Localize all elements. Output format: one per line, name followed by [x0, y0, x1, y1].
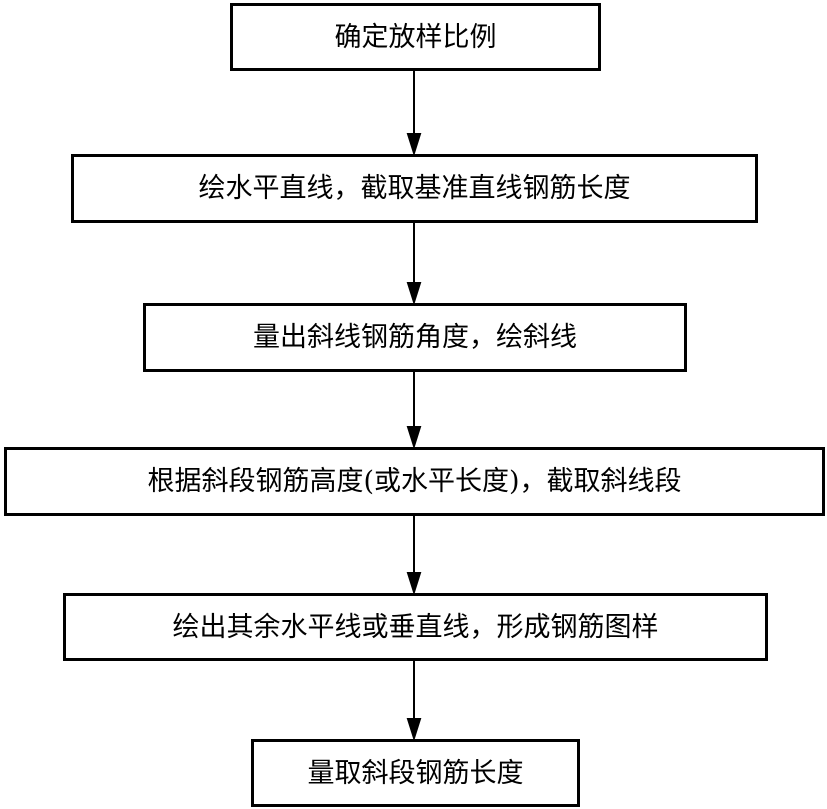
step-6-box: 量取斜段钢筋长度: [251, 739, 580, 807]
step-6-label: 量取斜段钢筋长度: [307, 757, 524, 789]
step-3-box: 量出斜线钢筋角度，绘斜线: [143, 303, 687, 372]
step-1-label: 确定放样比例: [334, 21, 497, 53]
arrowhead-4-5: [406, 572, 422, 596]
step-2-box: 绘水平直线，截取基准直线钢筋长度: [71, 154, 758, 223]
step-1-box: 确定放样比例: [230, 3, 601, 71]
arrowhead-1-2: [406, 133, 422, 157]
step-5-box: 绘出其余水平线或垂直线，形成钢筋图样: [63, 593, 768, 661]
step-2-label: 绘水平直线，截取基准直线钢筋长度: [198, 173, 631, 204]
arrowhead-3-4: [406, 426, 422, 450]
step-4-label: 根据斜段钢筋高度(或水平长度)，截取斜线段: [147, 466, 682, 497]
step-4-box: 根据斜段钢筋高度(或水平长度)，截取斜线段: [4, 447, 825, 516]
step-5-label: 绘出其余水平线或垂直线，形成钢筋图样: [172, 611, 659, 643]
arrowhead-2-3: [406, 282, 422, 306]
arrowhead-5-6: [406, 718, 422, 742]
step-3-label: 量出斜线钢筋角度，绘斜线: [253, 322, 577, 353]
